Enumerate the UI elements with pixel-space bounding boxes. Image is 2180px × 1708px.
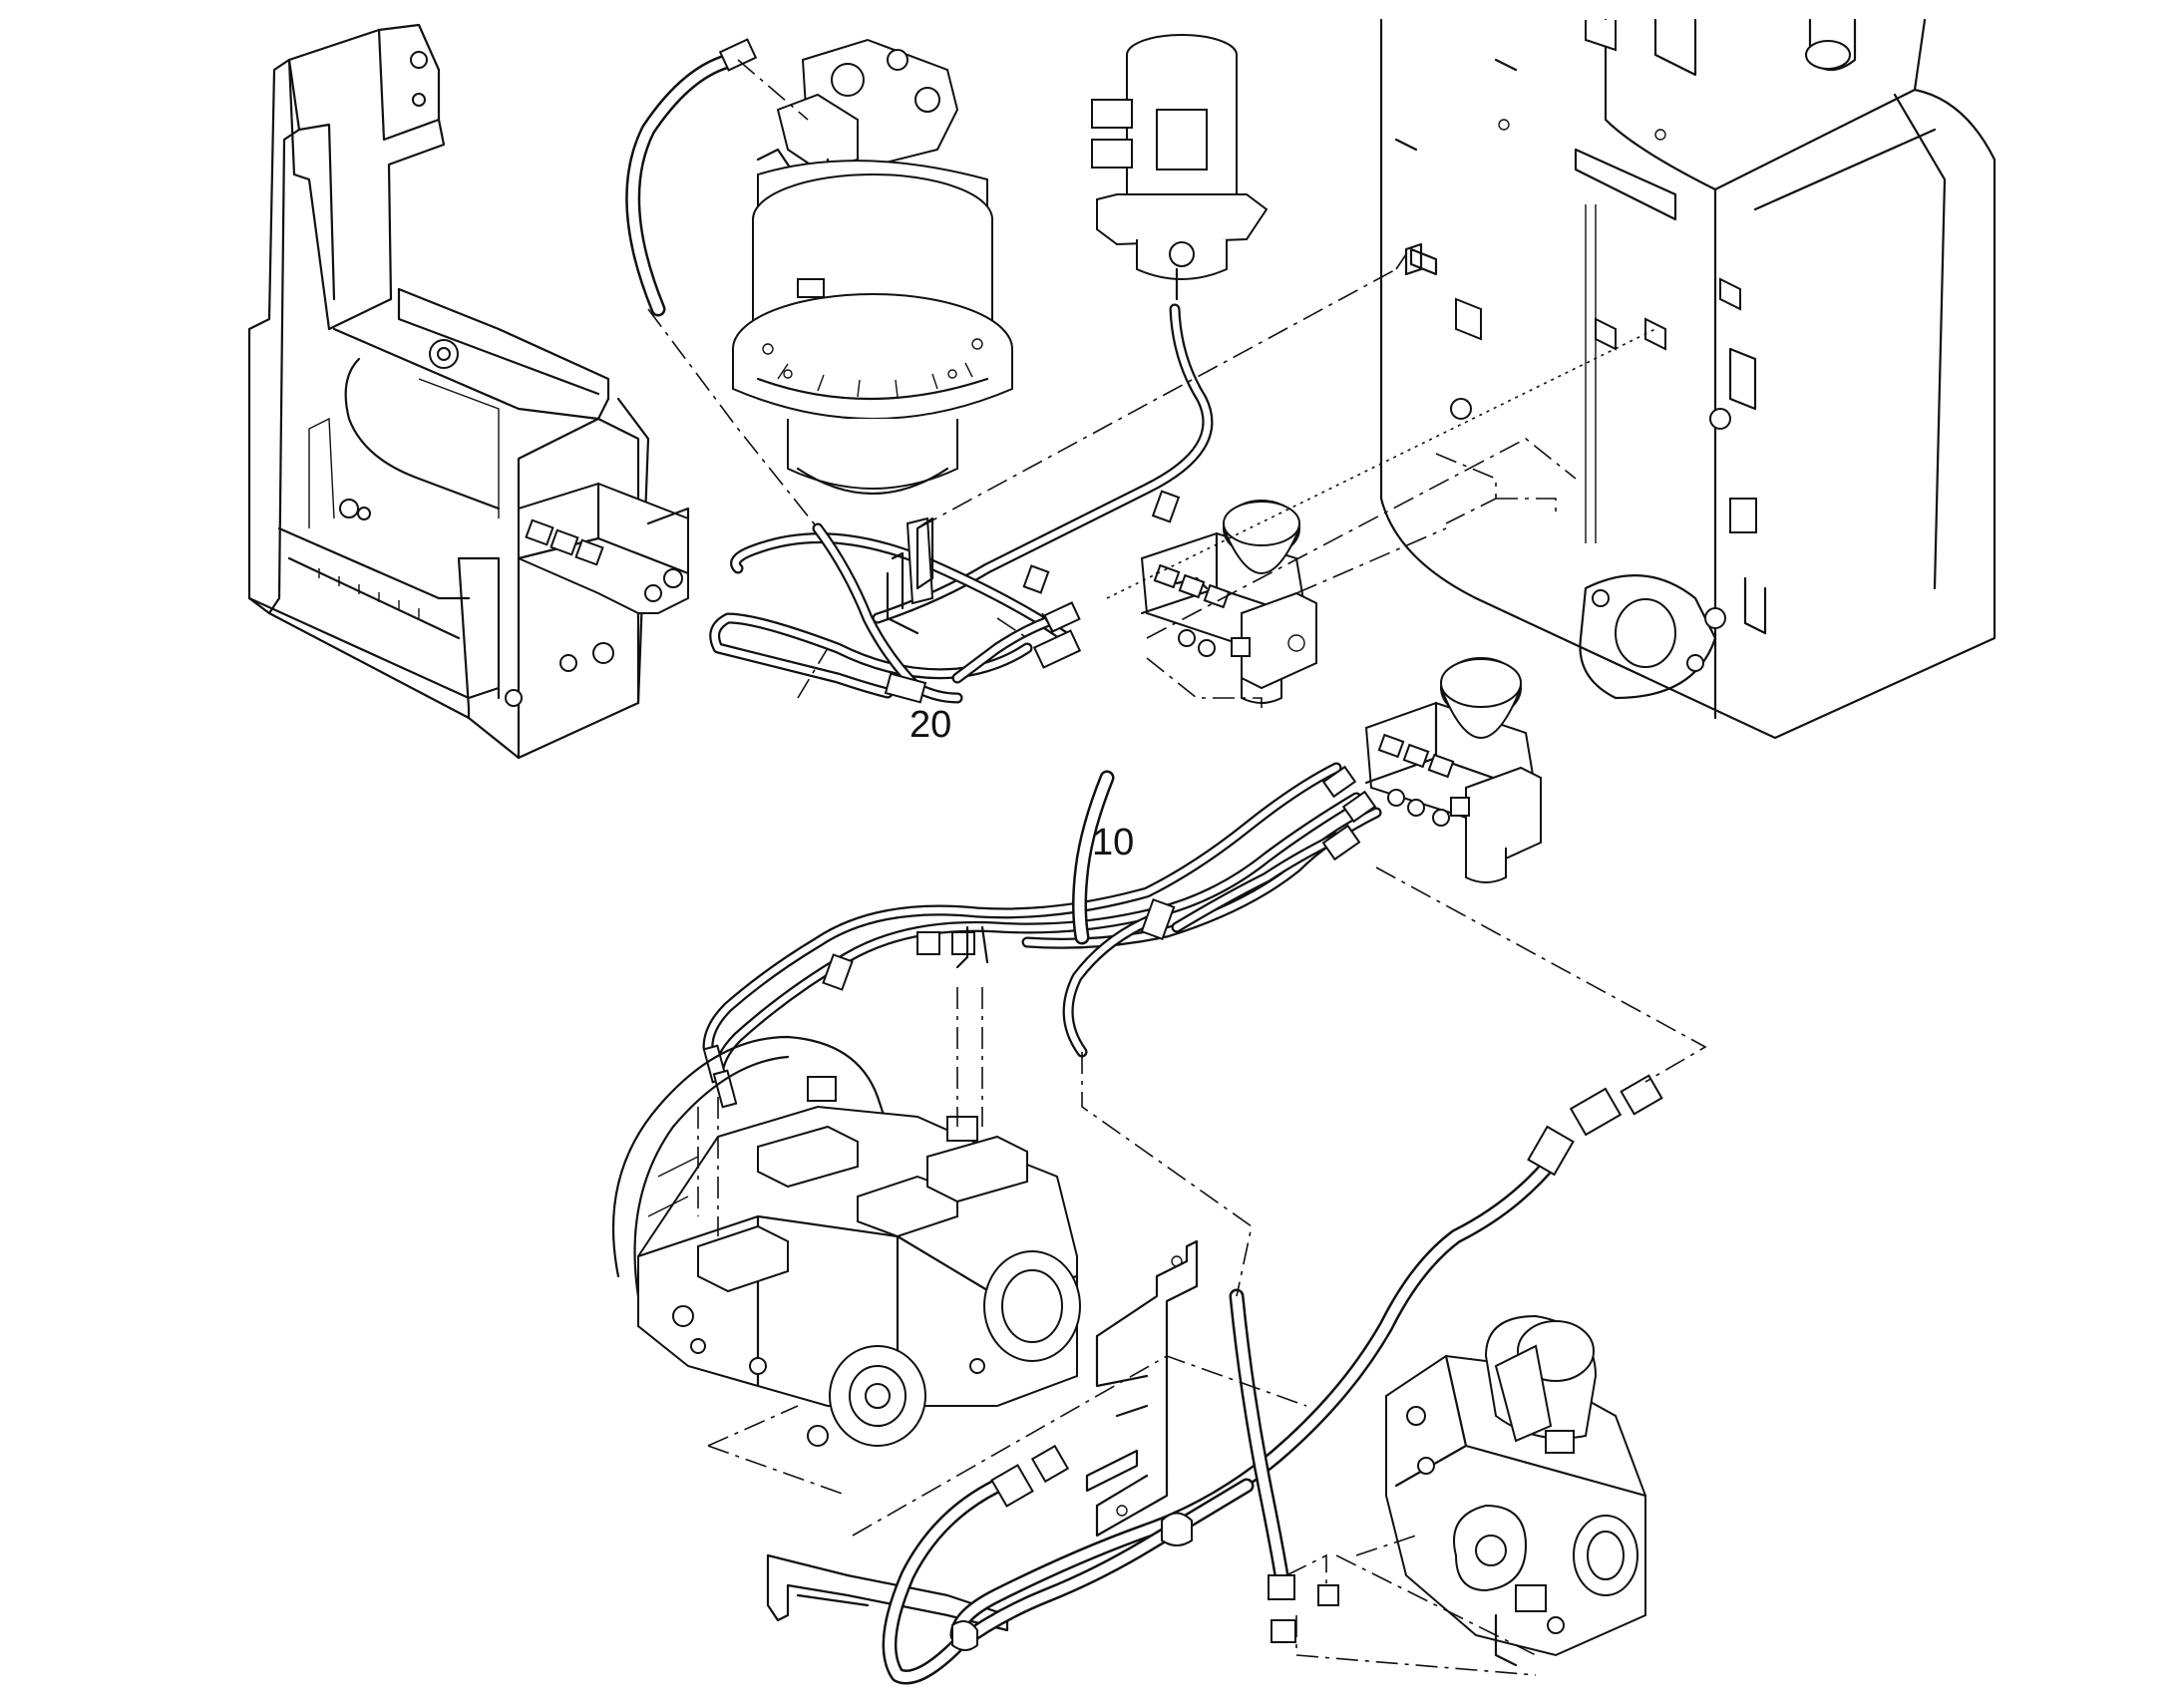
hose-set-10 [702,762,1382,1109]
connection-lines [647,59,1707,1676]
callout-10: 10 [1092,822,1135,863]
callout-20: 20 [909,704,952,746]
auxiliary-pump [1385,1314,1647,1667]
hose-swing-motor-upper [625,38,758,317]
upper-left-valve-block [517,482,690,614]
left-support-frame [247,23,650,760]
rotary-joint [1091,34,1269,301]
swing-motor-gearbox [732,38,1013,496]
hydraulic-tank [1379,18,1997,740]
main-travel-pump [612,1035,1081,1447]
upper-accumulator-valve [1140,500,1317,704]
hose-set-20 [709,303,1214,704]
small-brackets [891,242,1423,610]
lower-accumulator-valve [1364,657,1542,883]
lower-suction-hoses [882,770,1663,1685]
lower-mounting-bracket [1085,1239,1199,1537]
